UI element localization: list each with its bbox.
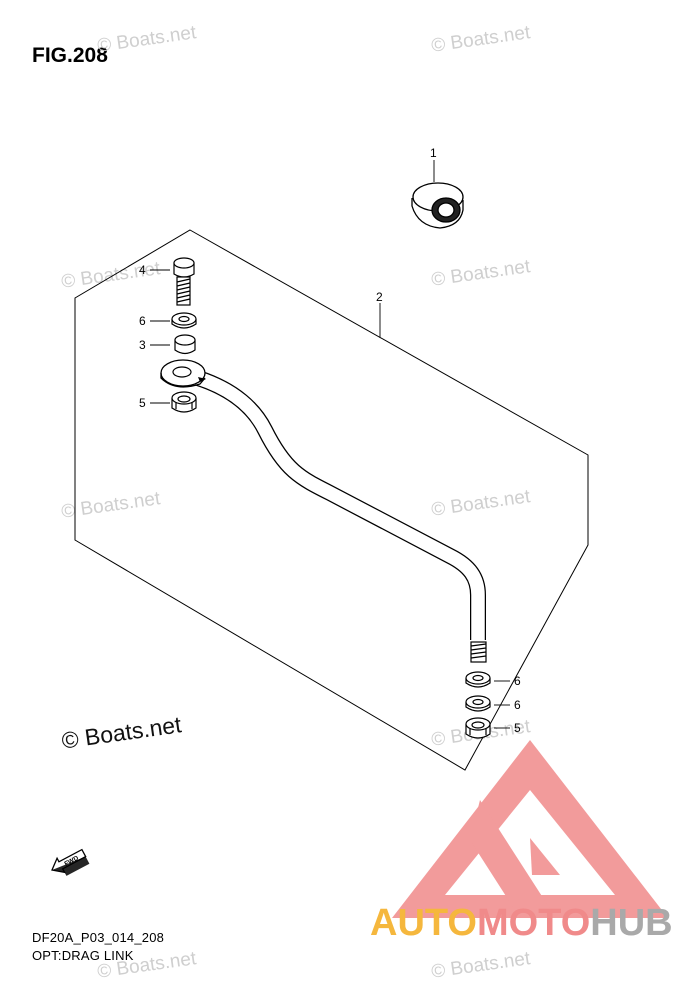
leader-lines (150, 160, 510, 729)
assembly-outline (74, 229, 589, 771)
callout-5: 5 (139, 396, 146, 410)
fwd-arrow-icon: FWD (51, 848, 90, 876)
part-nut (465, 717, 491, 739)
part-bolt (173, 257, 195, 306)
brand-part-moto: MOTO (476, 902, 591, 944)
callout-6: 6 (514, 674, 521, 688)
part-washer (171, 312, 197, 329)
callout-6: 6 (514, 698, 521, 712)
callout-6: 6 (139, 314, 146, 328)
callout-4: 4 (139, 263, 146, 277)
automotohub-brand: AUTOMOTOHUB (370, 902, 673, 945)
part-drag-link (160, 359, 487, 663)
part-washer (465, 695, 491, 712)
callout-3: 3 (139, 338, 146, 352)
automotohub-logo-icon (392, 740, 668, 918)
callout-5: 5 (514, 721, 521, 735)
figure-caption: OPT:DRAG LINK (32, 948, 134, 963)
part-washer (465, 671, 491, 688)
part-nut-cap (411, 182, 464, 229)
part-collar (174, 334, 196, 355)
callout-2: 2 (376, 290, 383, 304)
figure-code: DF20A_P03_014_208 (32, 930, 165, 945)
brand-part-auto: AUTO (370, 902, 477, 944)
part-nut (171, 391, 197, 413)
figure-title: FIG.208 (32, 44, 108, 67)
callout-1: 1 (430, 146, 437, 160)
brand-part-hub: HUB (590, 902, 673, 944)
